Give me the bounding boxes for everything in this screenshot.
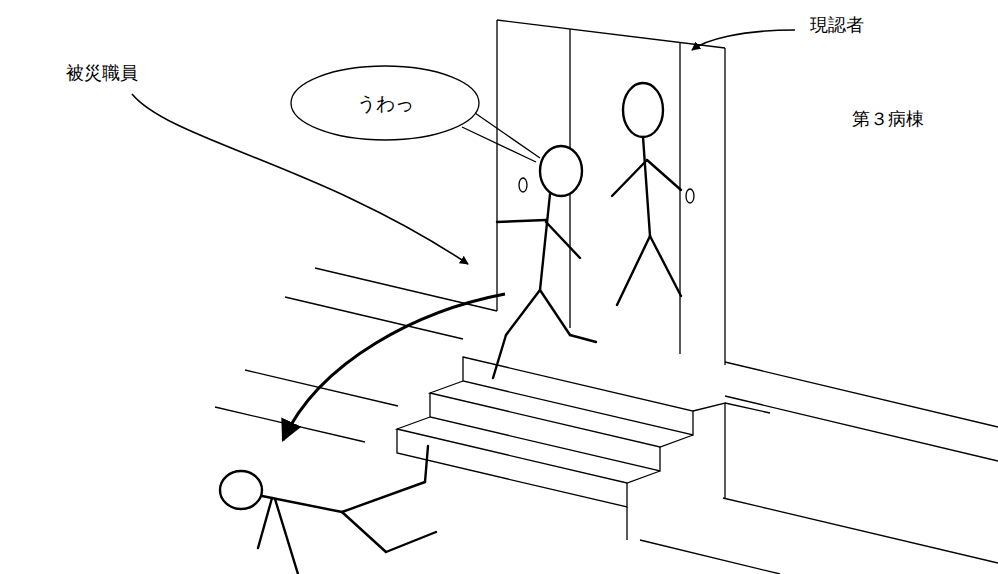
figures xyxy=(220,83,681,574)
callout-label: 現認者 xyxy=(810,14,864,36)
speech-bubble: うわっ xyxy=(290,65,480,141)
callout-label: 第３病棟 xyxy=(852,108,924,130)
leaders xyxy=(132,30,795,440)
building xyxy=(215,20,998,574)
callout-label: 被災職員 xyxy=(66,62,138,84)
speech-text: うわっ xyxy=(357,92,414,115)
